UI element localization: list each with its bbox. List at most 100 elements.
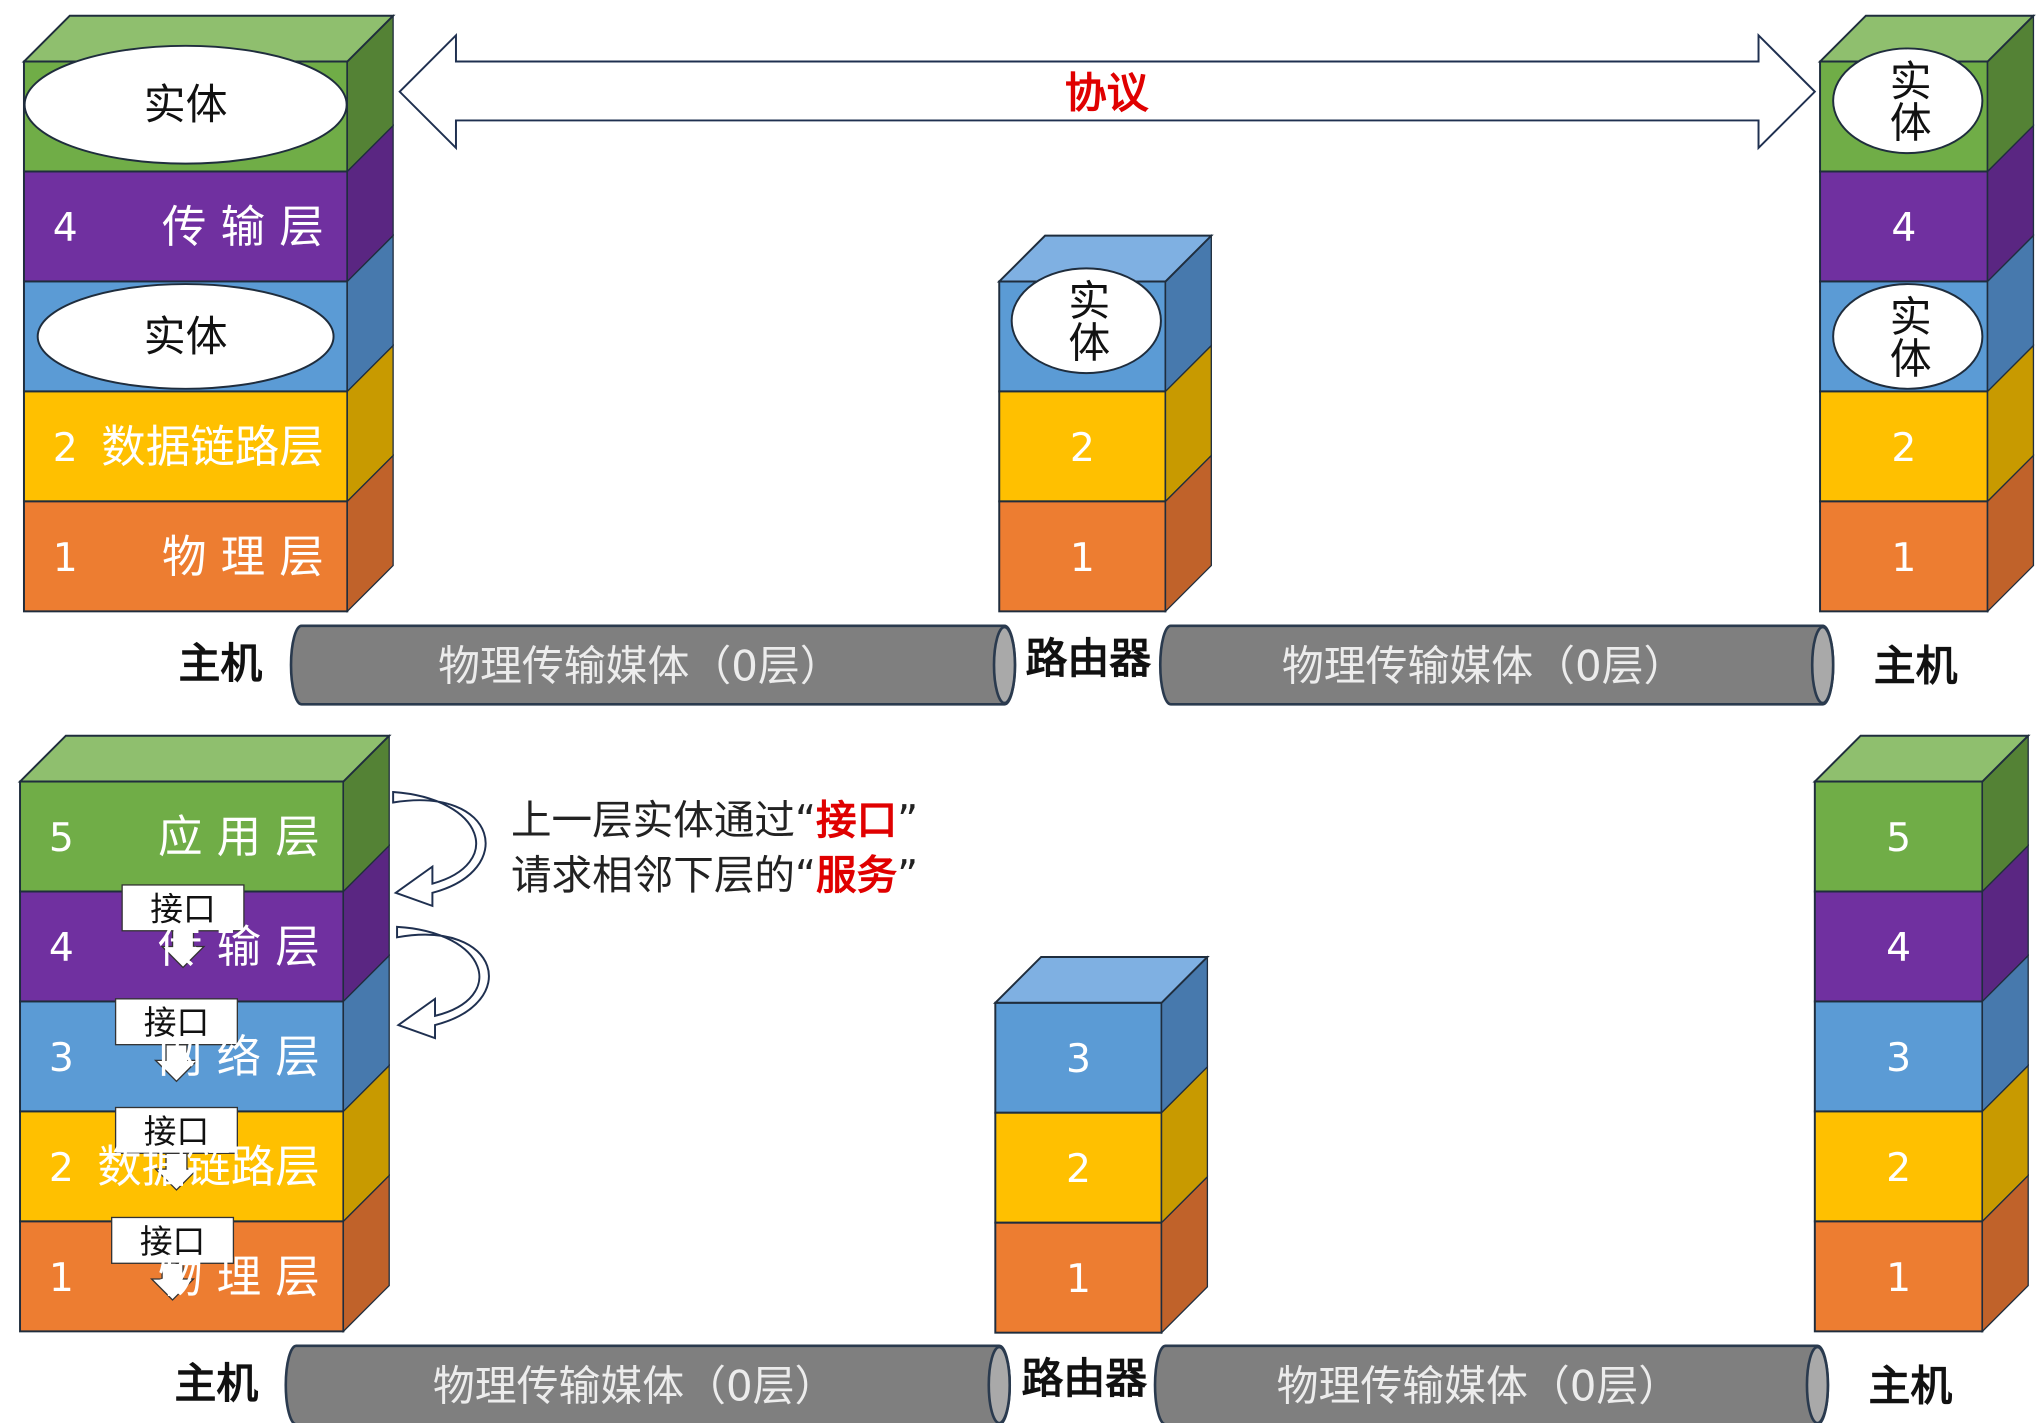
layer-number: 3 (1886, 1036, 1911, 1081)
note-keyword: 接口 (816, 796, 897, 844)
layer-1 (22, 453, 394, 613)
layer-5: 实体 (1817, 14, 2036, 174)
layer-4 (22, 124, 394, 284)
entity-label: 实体 (144, 80, 228, 129)
interface-box: 接口 (114, 1106, 238, 1191)
layer-number: 2 (53, 426, 78, 471)
physical-media-cylinder: 物理传输媒体（0层） (1153, 1344, 1830, 1423)
layer-2: 2 (1813, 1064, 2029, 1223)
layer-name: 数据链路层 (97, 1142, 320, 1193)
interface-label: 接口 (150, 890, 215, 928)
curved-arrow-icon (396, 925, 490, 1040)
media-label: 物理传输媒体（0层） (1282, 642, 1686, 691)
cylinder-end (1805, 1345, 1830, 1423)
layer-top (1812, 734, 2031, 783)
bottom-router-stack: 3 2 1 (992, 955, 1210, 1335)
media-label: 物理传输媒体（0层） (438, 642, 842, 691)
curved-arrows (392, 790, 490, 1040)
layer-name: 数据链路层 (101, 422, 324, 473)
layer-number: 1 (1066, 1257, 1091, 1302)
layer-4: 4 (1819, 124, 2035, 284)
layer-1: 1 (998, 453, 1212, 613)
interface-label: 接口 (140, 1223, 205, 1261)
stacks: 实体实体实体21实体4实体21物理传输媒体（0层）物理传输媒体（0层）主机路由器… (17, 14, 2036, 1423)
layer-top (992, 955, 1210, 1004)
note-text: ” (897, 796, 918, 844)
layer-front (994, 1221, 1163, 1334)
double-arrow-icon (398, 32, 1817, 151)
layer-number: 2 (1886, 1146, 1911, 1191)
interface-box: 接口 (114, 998, 238, 1083)
host-label: 主机 (178, 639, 262, 688)
cylinder-end (1810, 625, 1835, 705)
entity-ellipse (23, 44, 348, 165)
layer-number: 4 (1891, 206, 1916, 251)
layer-number: 3 (1066, 1037, 1091, 1082)
layer-side (1164, 453, 1212, 613)
layer-name: 物 理 层 (158, 1252, 320, 1303)
note-keyword: 服务 (816, 851, 898, 899)
entity-label: 实体 (1883, 59, 1932, 143)
interface-box-bg (121, 884, 245, 932)
physical-media-cylinder: 物理传输媒体（0层） (1158, 624, 1835, 706)
layer-number: 1 (1886, 1256, 1911, 1301)
protocol-label: 协议 (1065, 68, 1150, 117)
layer-number: 1 (53, 536, 78, 581)
layer-3: 实体 (1819, 234, 2035, 394)
layer-front (1813, 1110, 1984, 1223)
layer-number: 2 (49, 1146, 74, 1191)
entity-ellipse (1832, 283, 1984, 390)
cylinder-end (987, 1345, 1012, 1423)
layer-2: 2 (998, 344, 1212, 503)
physical-media-cylinder: 物理传输媒体（0层） (289, 624, 1017, 706)
down-arrow-icon (153, 1044, 199, 1083)
interface-label: 接口 (144, 1004, 209, 1042)
entity-label: 实体 (144, 312, 228, 361)
note-text: ” (897, 851, 918, 899)
host-label: 主机 (1874, 642, 1958, 691)
layer-front (22, 170, 349, 283)
layer-number: 2 (1891, 426, 1916, 471)
entity-label: 实体 (1062, 279, 1111, 363)
layer-name: 网 络 层 (158, 1032, 320, 1083)
layer-number: 1 (49, 1256, 74, 1301)
layer-top (17, 734, 392, 783)
layer-side (342, 1173, 390, 1333)
layer-side (1160, 1175, 1209, 1335)
router-label: 路由器 (1022, 1354, 1149, 1403)
entity-ellipse (36, 283, 335, 390)
layer-number: 3 (49, 1036, 74, 1081)
router-label: 路由器 (1025, 634, 1152, 683)
cylinder-end (992, 625, 1017, 705)
layer-4: 4 (1813, 844, 2029, 1004)
bottom-right-host-stack: 54 3 2 1 (1812, 734, 2031, 1333)
interface-box-bg (114, 1106, 238, 1154)
down-arrow-icon (160, 930, 206, 969)
layer-number: 5 (49, 816, 74, 861)
layer-name: 传 输 层 (162, 202, 324, 253)
layer-5: 实体 (21, 14, 396, 174)
note-line-1: 上一层实体通过“接口” (511, 796, 918, 844)
bottom-left-host-stack (17, 734, 392, 1333)
layer-3: 实体 (22, 234, 394, 394)
layer-front (998, 500, 1167, 613)
interface-service-note: 上一层实体通过“接口” 请求相邻下层的“服务” (511, 796, 918, 899)
layer-side (1986, 453, 2035, 613)
interface-box: 接口 (111, 1216, 235, 1301)
layer-number: 4 (49, 926, 74, 971)
media-label: 物理传输媒体（0层） (1277, 1362, 1681, 1411)
layer-number: 2 (1066, 1147, 1091, 1192)
interface-box-bg (114, 998, 238, 1046)
physical-media-cylinder: 物理传输媒体（0层） (284, 1344, 1012, 1423)
layer-number: 1 (1891, 536, 1916, 581)
layer-front (1819, 390, 1989, 503)
curved-arrow-icon (392, 790, 487, 908)
layer-name: 应 用 层 (158, 812, 320, 863)
note-line-2: 请求相邻下层的“服务” (511, 851, 918, 899)
host-label: 主机 (1869, 1362, 1953, 1411)
layer-5: 5 (1812, 734, 2031, 894)
